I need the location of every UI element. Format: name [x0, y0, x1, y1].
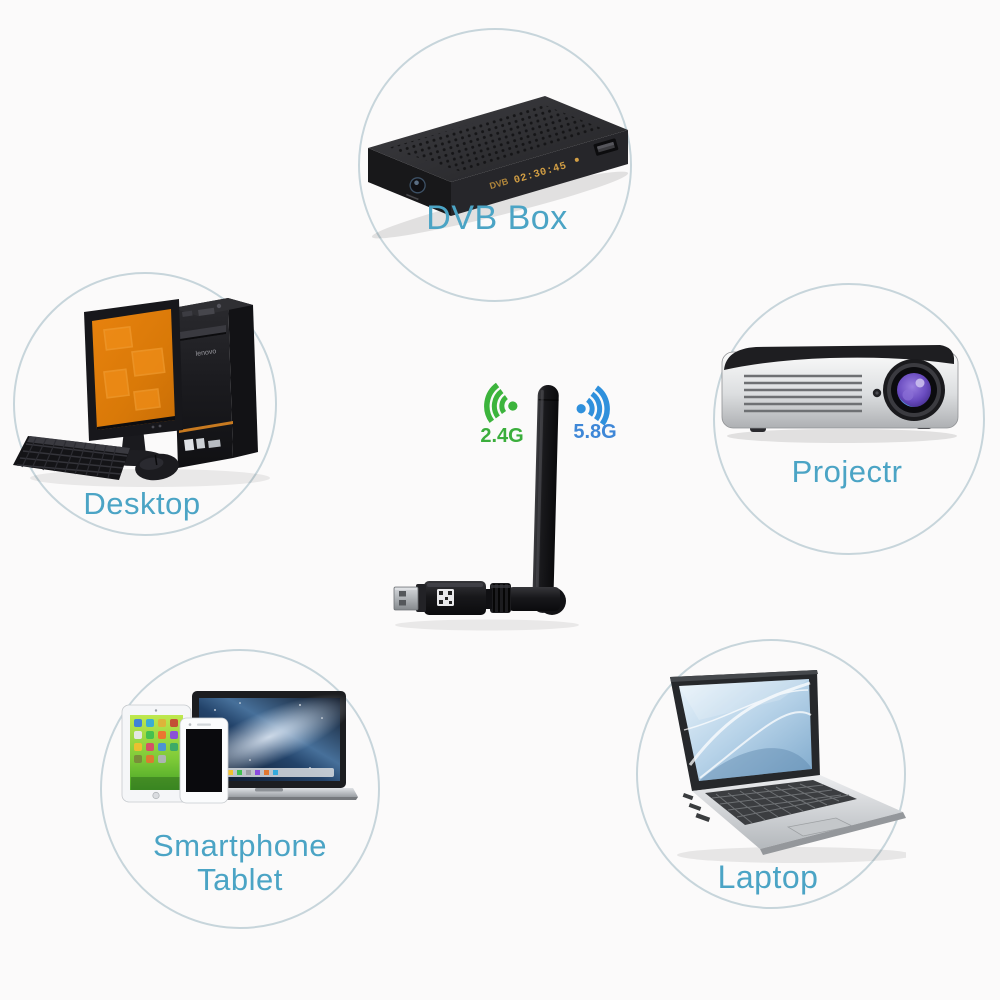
adapter-knurled-nut: [490, 583, 511, 613]
dvb-led-dot: [574, 157, 579, 162]
band-24ghz-label: 2.4G: [480, 425, 524, 447]
desktop-label: Desktop: [83, 486, 201, 521]
smartphone-tablet-image: [121, 691, 358, 804]
projector-lens: [883, 359, 945, 421]
smartphone-label-line: Smartphone: [153, 828, 327, 863]
laptop-circle: [636, 639, 906, 909]
tablet-label-line: Tablet: [197, 862, 283, 898]
adapter-shadow: [395, 619, 579, 631]
dvb-box-vent-grille: [388, 104, 606, 172]
dvb-box-shadow: [371, 171, 629, 239]
desktop-keyboard: [13, 436, 130, 480]
laptop-base: [682, 775, 906, 855]
desktop-optical-drive: [180, 325, 226, 341]
usb-wifi-adapter-image: [393, 377, 610, 631]
projector-circle: [713, 283, 985, 555]
projector-shadow: [727, 429, 957, 443]
adapter-body: [424, 581, 486, 615]
desktop-monitor: [84, 299, 183, 466]
projector-vent-slats: [744, 374, 862, 413]
dvb-box-circle: [358, 28, 632, 302]
tablet-home-button: [152, 791, 160, 800]
dvb-box-label: DVB Box: [426, 199, 568, 237]
smartphone-screen: [186, 729, 222, 792]
adapter-usb-plug: [393, 586, 419, 611]
laptop-image: [670, 670, 906, 863]
laptop-side-ports: [682, 793, 711, 823]
adapter-antenna: [532, 384, 559, 613]
dvb-power-button: [406, 177, 426, 201]
laptop-label: Laptop: [717, 859, 819, 895]
smartphone-tablet-circle: [100, 649, 380, 929]
laptop-shadow: [677, 847, 906, 863]
laptop-screen: [679, 679, 812, 781]
desktop-tower-accent-stripe: [179, 421, 233, 433]
projector-image: [721, 345, 959, 443]
dvb-box-left-face: [368, 148, 451, 216]
desktop-mouse: [135, 453, 179, 481]
adapter-neck: [483, 589, 492, 609]
smartphone: [179, 717, 229, 804]
adapter-qr-label: [437, 589, 454, 606]
band-58ghz-label: 5.8G: [573, 421, 617, 443]
desktop-image: lenovo: [13, 298, 270, 487]
desktop-tower-logo: lenovo: [195, 348, 217, 358]
dvb-usb-port: [593, 138, 619, 156]
smartphone-tablet-label: Smartphone Tablet: [153, 828, 327, 898]
projector-label: Projectr: [791, 454, 903, 489]
projector-top-panel: [724, 345, 954, 370]
adapter-collar: [416, 584, 426, 612]
tablet: [121, 704, 192, 803]
adapter-barrel: [508, 587, 560, 611]
dvb-box-front-face: [451, 130, 628, 216]
desktop-tower: lenovo: [173, 298, 258, 468]
laptop-lid: [670, 670, 820, 791]
desktop-circle: [13, 272, 277, 536]
dvb-box-image: DVB 02:30:45: [368, 96, 629, 239]
